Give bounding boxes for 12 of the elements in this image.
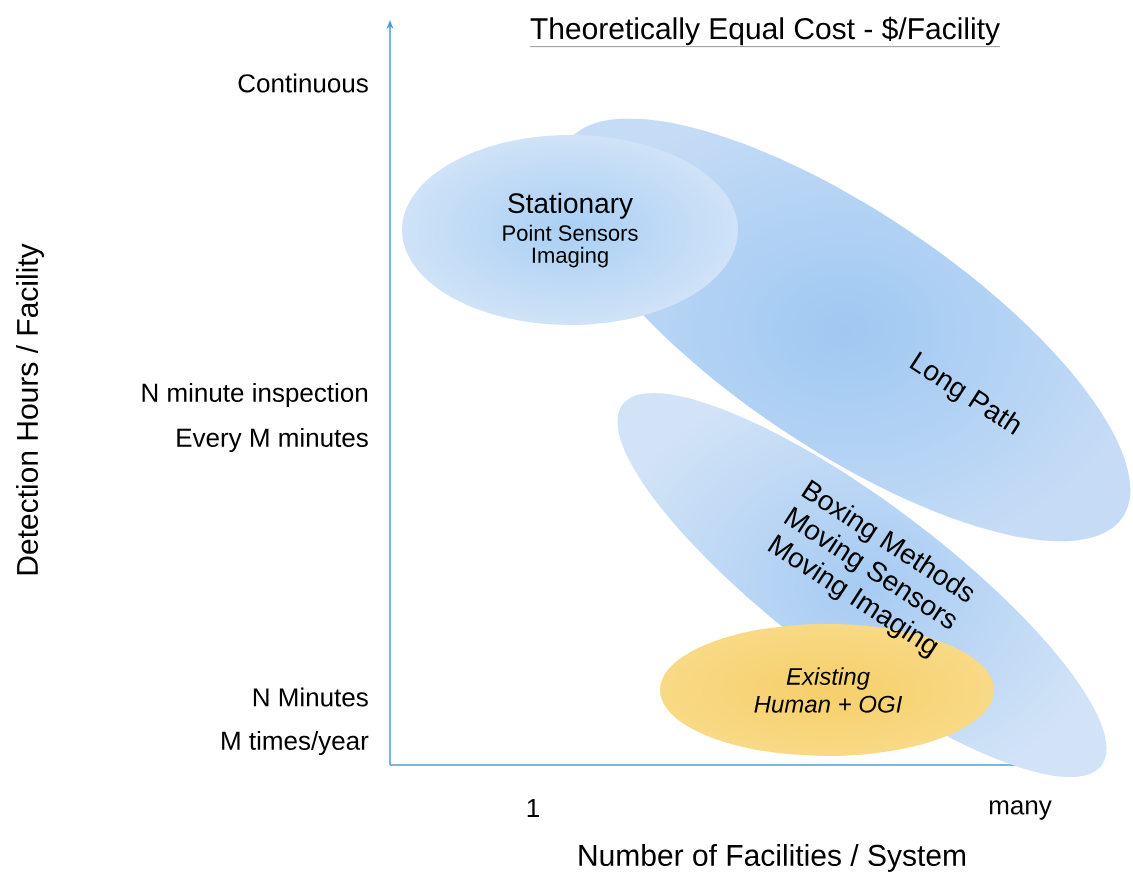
axis-label: many	[989, 800, 1052, 820]
axis-label: M times/year	[222, 730, 369, 756]
axis-label: Continuous	[238, 73, 368, 93]
axis-label: 1	[527, 799, 539, 817]
region-label: Existing Human + OGI	[754, 667, 903, 713]
axis-label: N Minutes	[253, 687, 368, 707]
axis-label: N minute inspection	[142, 382, 368, 408]
axis-title: Detection Hours / Facility	[16, 243, 44, 575]
region-label: Stationary Point Sensors Imaging	[503, 192, 638, 268]
title: Theoretically Equal Cost - $/Facility	[529, 16, 1001, 47]
axis-title: Number of Facilities / System	[579, 844, 966, 872]
axis-label: Every M minutes	[177, 427, 368, 453]
